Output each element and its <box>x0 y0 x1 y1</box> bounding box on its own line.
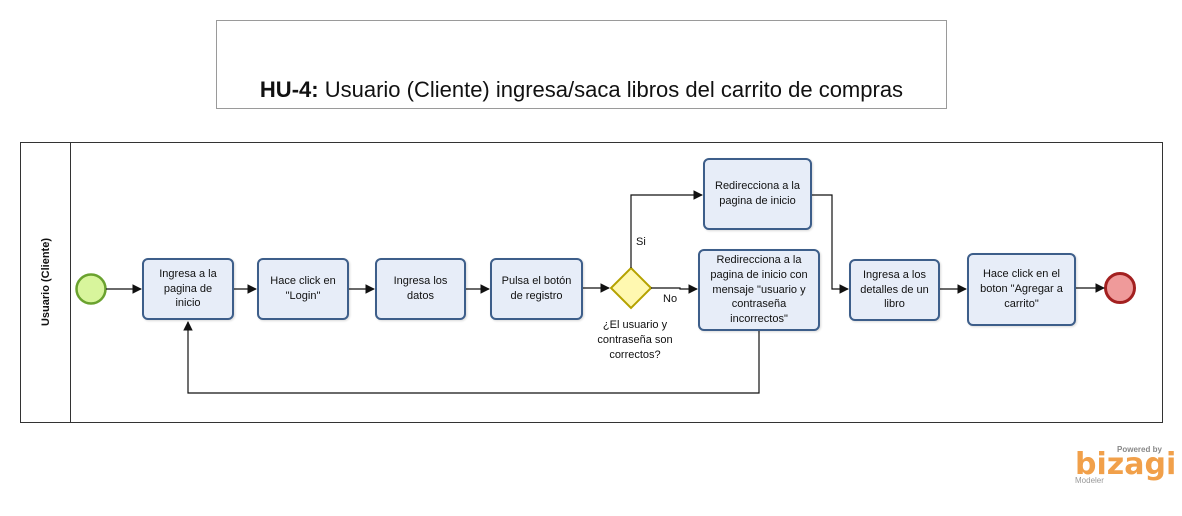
flow-gateway-no <box>651 284 698 294</box>
start-event[interactable] <box>75 273 107 305</box>
flow-gateway-yes <box>630 190 703 268</box>
title-text: Usuario (Cliente) ingresa/saca libros de… <box>318 77 904 102</box>
modeler-text: Modeler <box>1075 476 1104 485</box>
gateway-no-label: No <box>663 293 678 305</box>
pool <box>20 142 1163 423</box>
task-agregar-carrito[interactable]: Hace click en el boton "Agregar a carrit… <box>967 253 1076 326</box>
end-event[interactable] <box>1104 272 1136 304</box>
task-detalles-libro[interactable]: Ingresa a los detalles de un libro <box>849 259 940 321</box>
diagram-title: HU-4: Usuario (Cliente) ingresa/saca lib… <box>217 79 946 101</box>
gateway-yes-label: Si <box>636 236 646 248</box>
task-ingresa-pagina-inicio[interactable]: Ingresa a la pagina de inicio <box>142 258 234 320</box>
task-ingresa-datos[interactable]: Ingresa los datos <box>375 258 466 320</box>
flow-t5-t7 <box>812 194 849 294</box>
diagram-title-box: HU-4: Usuario (Cliente) ingresa/saca lib… <box>216 20 947 109</box>
task-pulsa-registro[interactable]: Pulsa el botón de registro <box>490 258 583 320</box>
flow-t6-loop <box>183 321 760 394</box>
powered-by-text: Powered by <box>1117 445 1162 454</box>
task-redirecciona-inicio[interactable]: Redirecciona a la pagina de inicio <box>703 158 812 230</box>
task-redirecciona-error[interactable]: Redirecciona a la pagina de inicio con m… <box>698 249 820 331</box>
bizagi-logo: bizagi <box>1075 447 1177 482</box>
exclusive-gateway[interactable] <box>609 266 653 310</box>
gateway-question: ¿El usuario y contraseña son correctos? <box>597 319 673 361</box>
task-click-login[interactable]: Hace click en "Login" <box>257 258 349 320</box>
title-prefix: HU-4: <box>259 77 319 102</box>
lane-header <box>20 142 71 423</box>
